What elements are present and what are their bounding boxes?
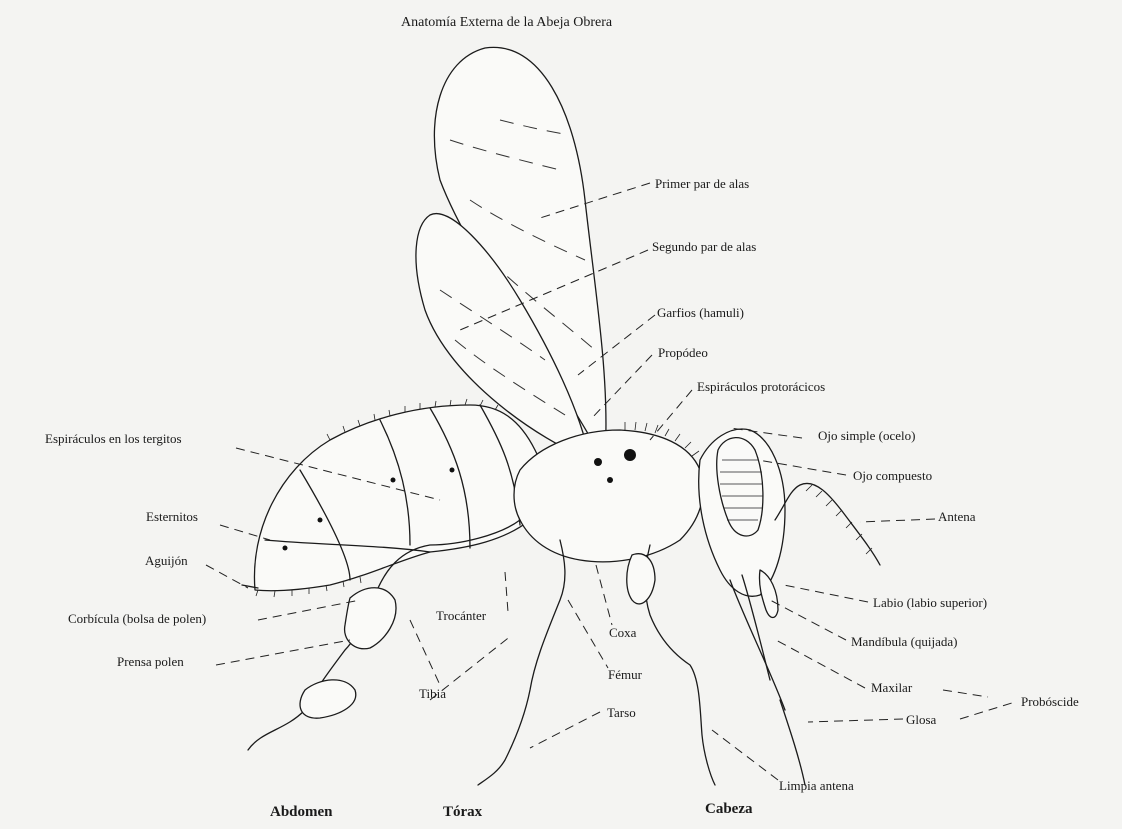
front-leg [645,545,715,785]
label-glosa: Glosa [906,713,936,726]
label-segundo-par-alas: Segundo par de alas [652,240,756,253]
hind-leg-corbicula [345,588,396,649]
label-primer-par-alas: Primer par de alas [655,177,749,190]
label-antena: Antena [938,510,976,523]
antenna-segments [806,485,872,554]
abdomen-spiracle [450,468,455,473]
label-tibia: Tibia [419,687,446,700]
label-prensa-polen: Prensa polen [117,655,184,668]
label-corbicula: Corbícula (bolsa de polen) [68,612,206,625]
hind-leg-tarsus [300,680,356,718]
label-labio: Labio (labio superior) [873,596,987,609]
label-esternitos: Esternitos [146,510,198,523]
glossa [780,700,805,785]
label-tarso: Tarso [607,706,636,719]
label-espiraculos-protoracicos: Espiráculos protorácicos [697,380,825,393]
label-femur: Fémur [608,668,642,681]
antenna [775,483,880,565]
labrum [759,570,778,618]
label-ojo-simple: Ojo simple (ocelo) [818,429,915,442]
front-leg-femur [627,554,655,604]
wing-base-spot [594,458,602,466]
label-trocanter: Trocánter [436,609,486,622]
abdomen-spiracle [391,478,396,483]
thorax-outline [514,430,703,562]
label-maxilar: Maxilar [871,681,912,694]
middle-leg [478,540,565,785]
label-garfios: Garfios (hamuli) [657,306,744,319]
wing-base-spot [624,449,636,461]
label-mandibula: Mandíbula (quijada) [851,635,958,648]
head-outline [699,429,785,596]
label-espiraculos-tergitos: Espiráculos en los tergitos [45,432,182,445]
region-cabeza: Cabeza [705,801,753,818]
label-coxa: Coxa [609,626,636,639]
propodeum-spot [607,477,613,483]
label-propodeo: Propódeo [658,346,708,359]
abdomen-spiracle [318,518,323,523]
abdomen-spiracle [283,546,288,551]
region-torax: Tórax [443,804,482,821]
diagram-title: Anatomía Externa de la Abeja Obrera [401,15,612,31]
label-proboscide: Probóscide [1021,695,1079,708]
region-abdomen: Abdomen [270,804,333,821]
label-aguijon: Aguijón [145,554,188,567]
label-limpia-antena: Limpia antena [779,779,854,792]
abdomen-outline [254,405,543,591]
label-ojo-compuesto: Ojo compuesto [853,469,932,482]
